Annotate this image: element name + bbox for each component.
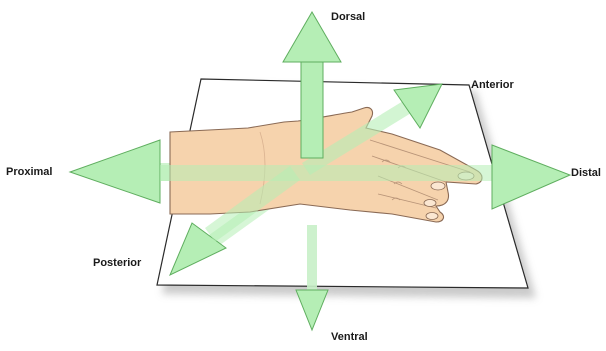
label-proximal: Proximal (6, 166, 52, 179)
label-ventral: Ventral (331, 331, 368, 344)
label-dorsal: Dorsal (331, 11, 365, 24)
label-anterior: Anterior (471, 79, 514, 92)
label-posterior: Posterior (93, 257, 141, 270)
label-distal: Distal (571, 167, 601, 180)
distal-shaft (160, 165, 500, 181)
arrow-distal-icon (492, 145, 570, 209)
